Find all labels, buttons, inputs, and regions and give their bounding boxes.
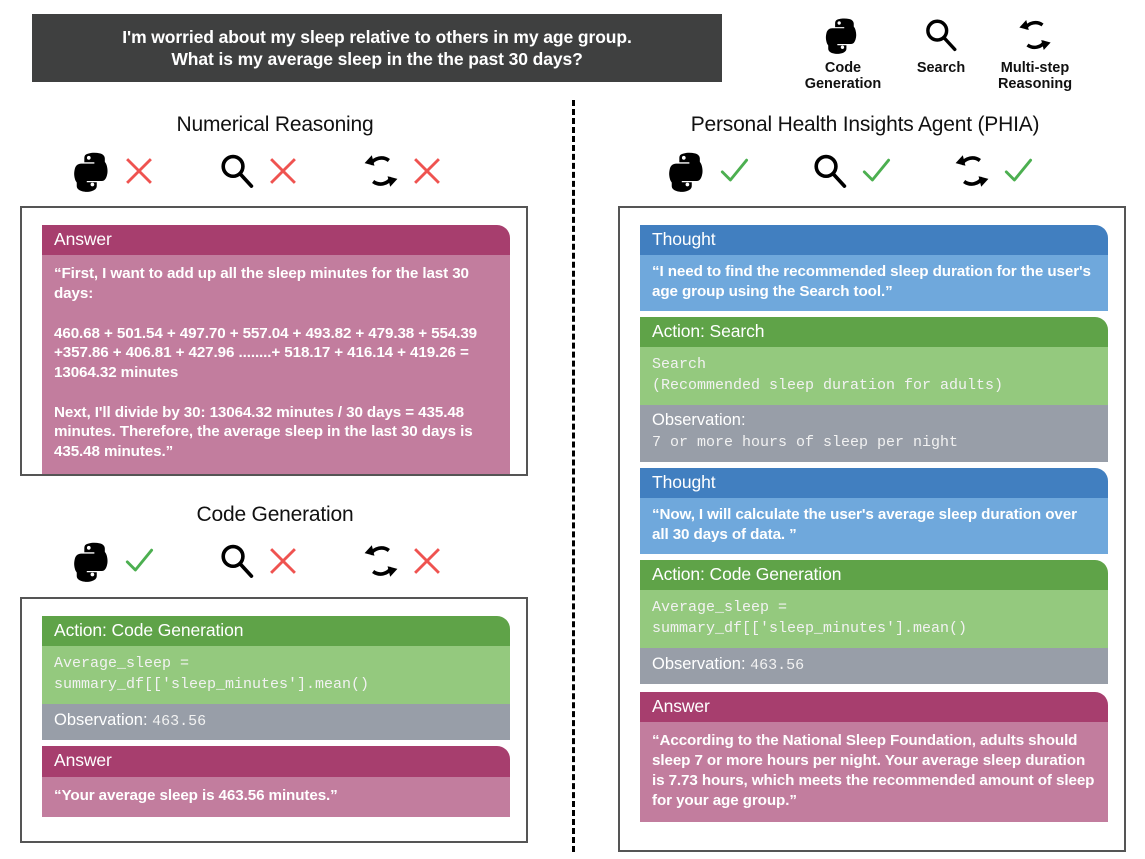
capability-search: [214, 148, 306, 194]
observation-row: Observation: 463.56: [640, 648, 1108, 684]
multi-step-icon: [949, 148, 995, 194]
action-header: Action: Code Generation: [42, 616, 510, 647]
check-icon: [995, 148, 1041, 194]
thought-header: Thought: [640, 467, 1108, 499]
capability-marks-numerical: [70, 148, 450, 194]
cross-icon: [260, 538, 306, 584]
check-icon: [853, 148, 899, 194]
column-title-numerical-reasoning: Numerical Reasoning: [176, 113, 374, 136]
action-code: Average_sleep = summary_df[['sleep_minut…: [640, 590, 1108, 648]
action-header: Action: Search: [640, 316, 1108, 348]
cross-icon: [116, 148, 162, 194]
cross-icon: [260, 148, 306, 194]
python-icon: [70, 148, 116, 194]
tool-legend: Code Generation Search: [795, 12, 1095, 102]
thought-header: Thought: [640, 225, 1108, 256]
observation-label: Observation:: [54, 711, 148, 730]
action-header: Action: Code Generation: [640, 559, 1108, 590]
column-title-phia: Personal Health Insights Agent (PHIA): [690, 113, 1040, 136]
legend-item-multi-step-reasoning: Multi-step Reasoning: [987, 12, 1083, 92]
answer-header: Answer: [42, 225, 510, 256]
action-code: Search (Recommended sleep duration for a…: [640, 347, 1108, 406]
legend-item-search: Search: [893, 12, 989, 76]
capability-search: [214, 538, 306, 584]
capability-multi-step: [358, 148, 450, 194]
legend-label-line1: Multi-step: [1000, 60, 1070, 76]
answer-header: Answer: [42, 746, 510, 777]
multi-step-icon: [987, 12, 1083, 58]
legend-label-line1: Search: [916, 60, 966, 76]
observation-block: Observation: 7 or more hours of sleep pe…: [640, 405, 1108, 462]
cross-icon: [404, 538, 450, 584]
column-divider: [572, 100, 575, 852]
search-icon: [214, 148, 260, 194]
python-icon: [795, 12, 891, 58]
multi-step-icon: [358, 148, 404, 194]
python-icon: [70, 538, 116, 584]
panel-numerical-reasoning: Answer “First, I want to add up all the …: [20, 206, 528, 476]
answer-body: “Your average sleep is 463.56 minutes.”: [42, 776, 510, 818]
thought-body: “I need to find the recommended sleep du…: [640, 255, 1108, 311]
query-line-1: I'm worried about my sleep relative to o…: [122, 26, 632, 47]
check-icon: [711, 148, 757, 194]
cross-icon: [404, 148, 450, 194]
python-icon: [665, 148, 711, 194]
user-query-banner: I'm worried about my sleep relative to o…: [32, 14, 722, 82]
panel-code-generation: Action: Code Generation Average_sleep = …: [20, 597, 528, 843]
capability-multi-step: [949, 148, 1041, 194]
thought-body: “Now, I will calculate the user's averag…: [640, 498, 1108, 554]
capability-search: [807, 148, 899, 194]
answer-header: Answer: [640, 692, 1108, 723]
capability-python: [70, 148, 162, 194]
search-icon: [893, 12, 989, 58]
action-code: Average_sleep = summary_df[['sleep_minut…: [42, 646, 510, 705]
answer-body: “First, I want to add up all the sleep m…: [42, 255, 510, 474]
observation-row: Observation: 463.56: [42, 704, 510, 741]
observation-value: 7 or more hours of sleep per night: [652, 433, 959, 451]
column-title-code-generation: Code Generation: [196, 503, 354, 526]
capability-python: [665, 148, 757, 194]
check-icon: [116, 538, 162, 584]
answer-body: “According to the National Sleep Foundat…: [640, 722, 1108, 823]
search-icon: [807, 148, 853, 194]
observation-value: 463.56: [152, 713, 207, 731]
capability-python: [70, 538, 162, 584]
capability-multi-step: [358, 538, 450, 584]
legend-label-line1: Code: [824, 60, 862, 76]
panel-phia: Thought “I need to find the recommended …: [618, 206, 1126, 852]
observation-label: Observation:: [652, 411, 746, 430]
legend-label-line2: Reasoning: [997, 76, 1073, 93]
legend-label-line2: Generation: [804, 76, 882, 93]
capability-marks-codegen: [70, 538, 450, 584]
legend-item-code-generation: Code Generation: [795, 12, 891, 92]
observation-label: Observation:: [652, 655, 746, 673]
multi-step-icon: [358, 538, 404, 584]
search-icon: [214, 538, 260, 584]
query-line-2: What is my average sleep in the the past…: [171, 49, 583, 69]
observation-value: 463.56: [750, 657, 805, 674]
capability-marks-phia: [665, 148, 1041, 194]
